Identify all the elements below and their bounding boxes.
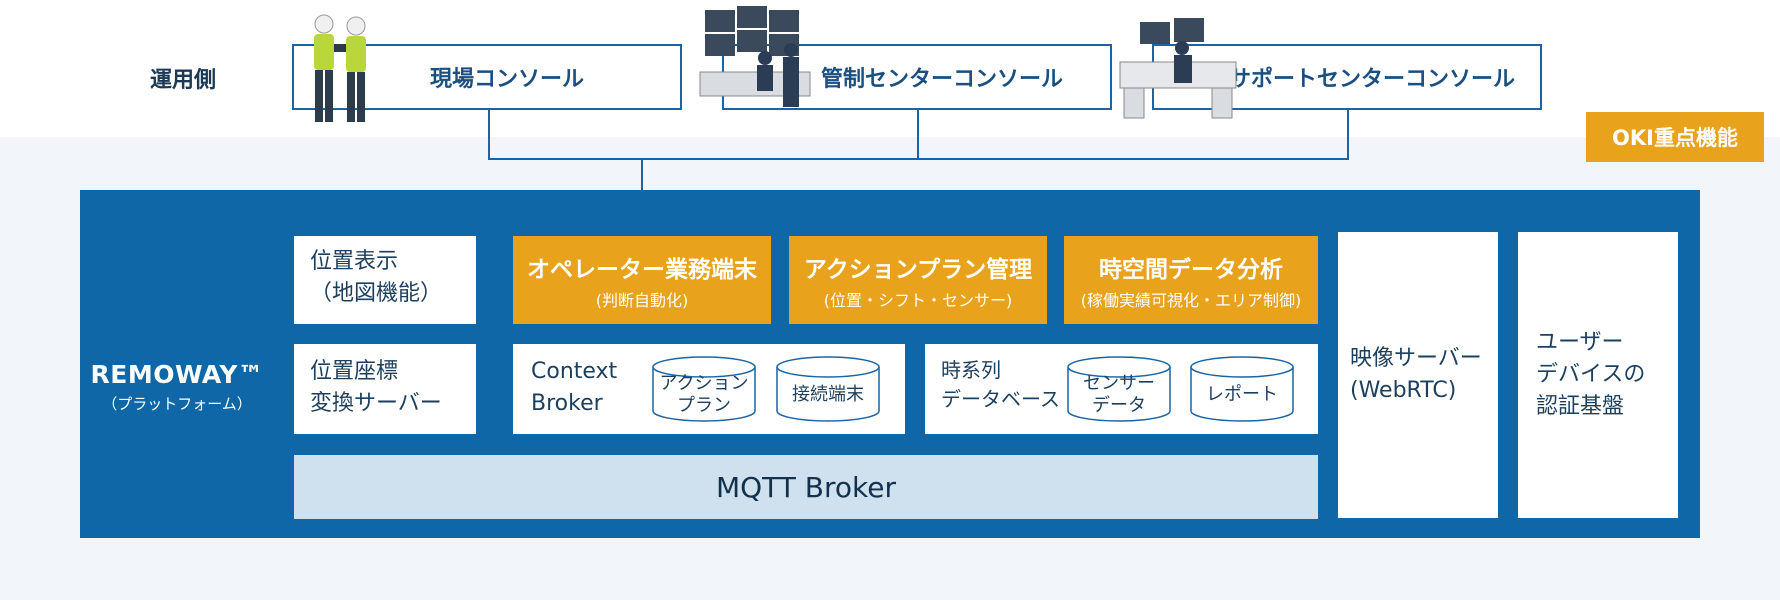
- connector-line: [488, 110, 490, 160]
- spatiotemporal-analysis-subtitle: (稼働実績可視化・エリア制御): [1080, 290, 1302, 310]
- support-center-illustration: [1119, 18, 1237, 119]
- database-icon: [1190, 356, 1294, 422]
- report-database-label: レポート: [1206, 384, 1278, 406]
- control-center-illustration: [699, 6, 811, 107]
- action-plan-subtitle: (位置・シフト・センサー): [823, 290, 1013, 310]
- sensor-data-database-label: センサー データ: [1083, 373, 1155, 416]
- video-server-line2: (WebRTC): [1350, 378, 1457, 403]
- report-database: レポート: [1189, 355, 1295, 423]
- connected-terminal-database-label: 接続端末: [792, 384, 864, 406]
- platform-name: REMOWAY™: [90, 360, 264, 389]
- operator-terminal-box: オペレーター業務端末 (判断自動化): [513, 236, 771, 324]
- database-icon: [652, 356, 756, 422]
- context-broker-line2: Broker: [531, 390, 603, 416]
- operation-side-label: 運用側: [150, 68, 217, 93]
- action-plan-title: アクションプラン管理: [803, 256, 1033, 283]
- oki-focus-badge: OKI重点機能: [1586, 112, 1764, 162]
- user-auth-line3: 認証基盤: [1536, 393, 1625, 419]
- operator-terminal-title: オペレーター業務端末: [527, 256, 757, 283]
- platform-subtitle: （プラットフォーム）: [102, 395, 252, 413]
- database-icon: [1067, 356, 1171, 422]
- action-plan-box: アクションプラン管理 (位置・シフト・センサー): [789, 236, 1047, 324]
- database-icon: [776, 356, 880, 422]
- connector-line: [1347, 110, 1349, 160]
- video-server-box: 映像サーバー (WebRTC): [1338, 232, 1498, 518]
- connected-terminal-database: 接続端末: [775, 355, 881, 423]
- console-support-center-label: サポートセンターコンソール: [1228, 67, 1515, 92]
- mqtt-broker-bar: MQTT Broker: [294, 455, 1318, 519]
- field-workers-illustration: [314, 14, 366, 122]
- platform-brand: REMOWAY™ （プラットフォーム）: [82, 360, 272, 414]
- user-auth-box: ユーザー デバイスの 認証基盤: [1518, 232, 1678, 518]
- connector-line: [641, 158, 643, 191]
- operator-terminal-subtitle: (判断自動化): [595, 290, 689, 310]
- connector-line: [488, 158, 1349, 160]
- position-display-line1: 位置表示: [310, 249, 399, 274]
- timeseries-line2: データベース: [941, 387, 1060, 411]
- user-auth-line1: ユーザー: [1536, 330, 1624, 356]
- console-field-label: 現場コンソール: [429, 67, 584, 92]
- position-conversion-line1: 位置座標: [310, 359, 399, 384]
- action-plan-database: アクション プラン: [651, 355, 757, 423]
- sensor-data-database: センサー データ: [1066, 355, 1172, 423]
- video-server-line1: 映像サーバー: [1350, 346, 1482, 372]
- context-broker-line1: Context: [531, 359, 618, 384]
- position-display-line2: （地図機能）: [310, 280, 443, 306]
- user-auth-line2: デバイスの: [1536, 362, 1646, 388]
- spatiotemporal-analysis-box: 時空間データ分析 (稼働実績可視化・エリア制御): [1064, 236, 1318, 324]
- timeseries-line1: 時系列: [941, 358, 1001, 382]
- position-display-box: 位置表示 （地図機能）: [294, 236, 476, 324]
- console-control-center-label: 管制センターコンソール: [820, 67, 1063, 92]
- position-conversion-box: 位置座標 変換サーバー: [294, 344, 476, 434]
- position-conversion-line2: 変換サーバー: [310, 390, 442, 416]
- connector-line: [917, 110, 919, 160]
- spatiotemporal-analysis-title: 時空間データ分析: [1099, 256, 1283, 283]
- action-plan-database-label: アクション プラン: [659, 373, 749, 416]
